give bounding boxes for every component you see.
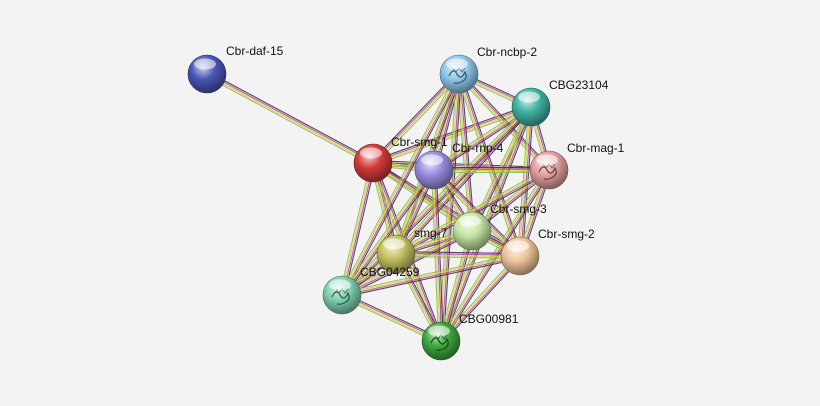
edge-rnp4-cbg04259 bbox=[339, 168, 437, 297]
node-smg7[interactable] bbox=[376, 234, 416, 274]
node-label-smg1: Cbr-smg-1 bbox=[391, 135, 448, 149]
node-highlight bbox=[507, 240, 529, 252]
node-highlight bbox=[383, 238, 405, 250]
node-label-daf15: Cbr-daf-15 bbox=[226, 44, 284, 58]
edge-daf15-smg1 bbox=[205, 71, 375, 166]
node-ncbp2[interactable] bbox=[439, 54, 479, 94]
node-highlight bbox=[194, 58, 216, 70]
node-cbg00981[interactable] bbox=[421, 321, 461, 361]
node-smg1[interactable] bbox=[353, 143, 393, 183]
edge-smg1-cbg04259 bbox=[339, 162, 376, 296]
node-cbg04259[interactable] bbox=[322, 275, 362, 315]
node-label-cbg23104: CBG23104 bbox=[549, 78, 609, 92]
edge-smg2-cbg04259 bbox=[341, 253, 521, 298]
node-highlight bbox=[518, 91, 540, 103]
node-highlight bbox=[360, 147, 382, 159]
node-label-ncbp2: Cbr-ncbp-2 bbox=[477, 45, 537, 59]
node-label-cbg00981: CBG00981 bbox=[459, 312, 519, 326]
node-highlight bbox=[446, 58, 468, 70]
node-label-mag1: Cbr-mag-1 bbox=[567, 141, 625, 155]
edge-ncbp2-cbg04259 bbox=[339, 72, 462, 297]
node-label-smg7: smg-7 bbox=[414, 226, 448, 240]
node-label-cbg04259: CBG04259 bbox=[360, 265, 420, 279]
node-label-rnp4: Cbr-rnp-4 bbox=[452, 141, 504, 155]
node-highlight bbox=[536, 154, 558, 166]
node-label-smg2: Cbr-smg-2 bbox=[538, 227, 595, 241]
node-highlight bbox=[329, 279, 351, 291]
edge-smg1-ncbp2 bbox=[370, 71, 462, 166]
node-label-smg3: Cbr-smg-3 bbox=[490, 202, 547, 216]
node-highlight bbox=[421, 154, 443, 166]
node-highlight bbox=[428, 325, 450, 337]
node-highlight bbox=[459, 215, 481, 227]
node-daf15[interactable] bbox=[187, 54, 227, 94]
node-mag1[interactable] bbox=[529, 150, 569, 190]
nodes-layer bbox=[187, 54, 569, 361]
node-smg3[interactable] bbox=[452, 211, 492, 251]
node-rnp4[interactable] bbox=[414, 150, 454, 190]
edge-smg2-cbg00981 bbox=[438, 253, 523, 344]
node-smg2[interactable] bbox=[500, 236, 540, 276]
node-cbg23104[interactable] bbox=[511, 87, 551, 127]
